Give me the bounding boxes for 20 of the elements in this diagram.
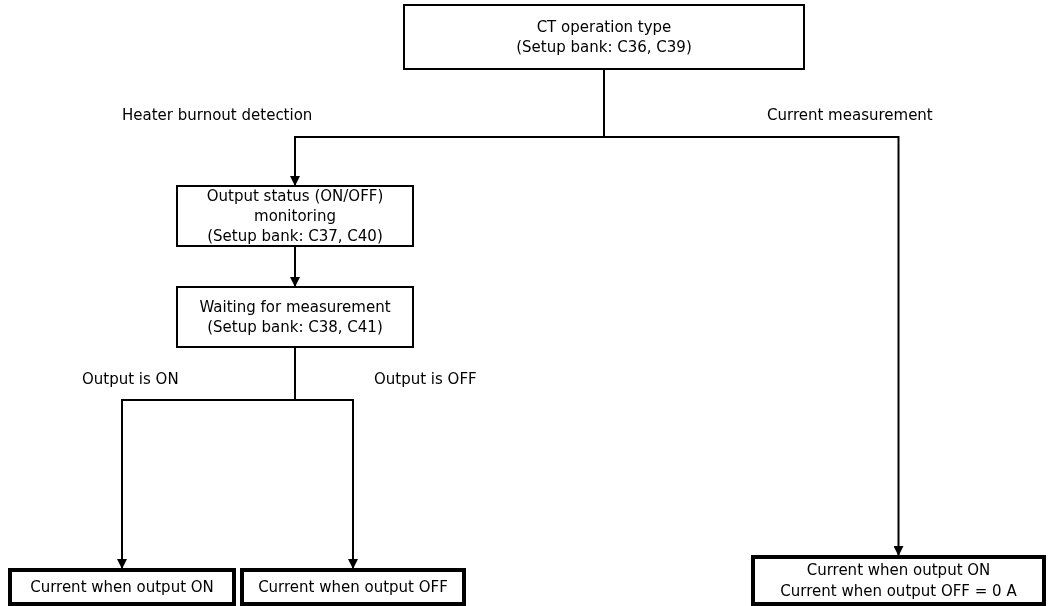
box-text: CT operation type	[536, 16, 672, 37]
box-text: Current when output ON	[30, 576, 214, 598]
process-box	[176, 286, 414, 348]
edge-label: Output is ON	[80, 370, 181, 388]
box-text: Waiting for measurement	[199, 296, 391, 317]
process-box	[8, 568, 236, 606]
process-box	[240, 568, 466, 606]
process-box	[403, 4, 805, 70]
process-box	[176, 185, 414, 247]
process-box	[751, 555, 1046, 606]
box-text: Current when output ON	[806, 560, 991, 581]
box-text: (Setup bank: C38, C41)	[207, 317, 383, 338]
box-text: Current when output OFF	[258, 576, 448, 598]
box-text: (Setup bank: C36, C39)	[516, 37, 692, 58]
edge-label: Output is OFF	[372, 370, 479, 388]
arrow	[290, 246, 300, 287]
arrow	[294, 347, 358, 569]
box-text: Current when output OFF = 0 A	[780, 580, 1017, 601]
box-text: Output status (ON/OFF) monitoring	[205, 185, 385, 227]
box-text: (Setup bank: C37, C40)	[207, 226, 383, 247]
